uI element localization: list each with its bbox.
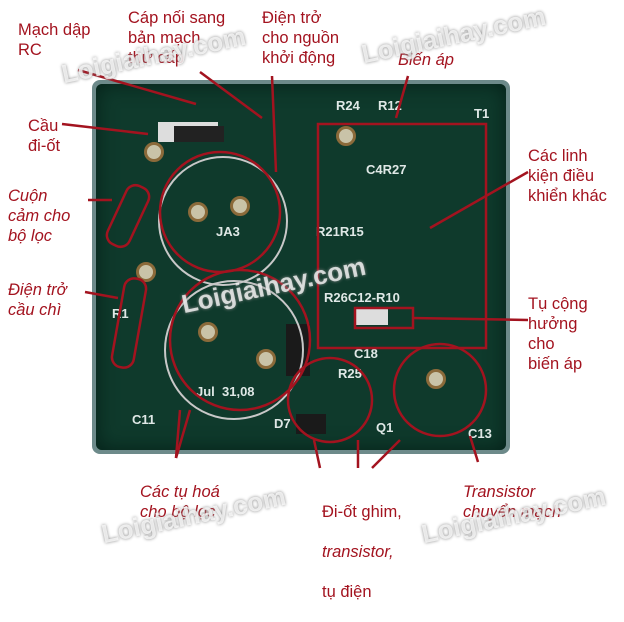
label-filter-inductor: Cuộn cảm cho bộ lọc: [8, 187, 71, 245]
label-clamp-line1: Đi-ốt ghim,: [322, 503, 402, 521]
label-filter-caps: Các tụ hoá cho bộ lọc: [140, 483, 220, 521]
label-fuse-resistor: Điện trở cầu chì: [8, 281, 67, 319]
label-clamp-line3: tụ điện: [322, 583, 372, 601]
label-rc-snubber: Mạch dập RC: [18, 21, 91, 59]
pad: [426, 369, 446, 389]
diode-component: [296, 414, 326, 434]
clamp-area-circle: [286, 356, 374, 444]
silk-date: Jul 31,08: [196, 384, 255, 399]
silk-c13: C13: [468, 426, 492, 441]
label-switching-transistor: Transistor chuyển mạch: [463, 483, 562, 521]
label-other-control: Các linh kiện điều khiển khác: [528, 147, 607, 205]
silk-r25: R25: [338, 366, 362, 381]
filter-cap-circle-1: [158, 150, 282, 274]
annotation-overlay: [61, 68, 529, 469]
resonant-cap-box: [353, 306, 415, 330]
pad: [144, 142, 164, 162]
silk-d7: D7: [274, 416, 291, 431]
resonant-capacitor-component: [354, 309, 388, 325]
filter-cap-circle-2: [168, 268, 312, 412]
transistor-circle: [392, 342, 488, 438]
silk-r21r15: R21R15: [316, 224, 364, 239]
label-transformer: Biến áp: [398, 51, 454, 69]
inductor-box: [105, 183, 151, 249]
silk-r26c12r10: R26C12-R10: [324, 290, 400, 305]
label-diode-bridge: Cầu đi-ốt: [28, 117, 61, 155]
pad: [136, 262, 156, 282]
silk-ja3: JA3: [216, 224, 240, 239]
pad: [336, 126, 356, 146]
label-resonant-cap: Tụ cộng hưởng cho biến áp: [528, 295, 588, 373]
silk-r12: R12: [378, 98, 402, 113]
silk-c4r27: C4R27: [366, 162, 407, 177]
label-clamp-line2: transistor,: [322, 543, 394, 561]
label-clamp-diode: Đi-ốt ghim, transistor, tụ điện: [322, 482, 402, 622]
silk-r24: R24: [336, 98, 360, 113]
label-secondary-cable: Cáp nối sang bản mạch thứ cấp: [128, 9, 226, 67]
silk-c11: C11: [132, 412, 156, 427]
label-startup-resistor: Điện trở cho nguồn khởi động: [262, 9, 340, 67]
silk-t1: T1: [474, 106, 490, 121]
silk-q1: Q1: [376, 420, 394, 435]
filter-capacitor-outline: [164, 280, 304, 420]
circuit-board: JA3 R24 R12 T1 C4R27 R21R15 R26C12-R10 C…: [96, 84, 506, 450]
silk-c18: C18: [354, 346, 378, 361]
fuse-resistor-box: [110, 277, 148, 369]
inductor-component: [174, 126, 224, 142]
control-area-box: [316, 122, 488, 350]
